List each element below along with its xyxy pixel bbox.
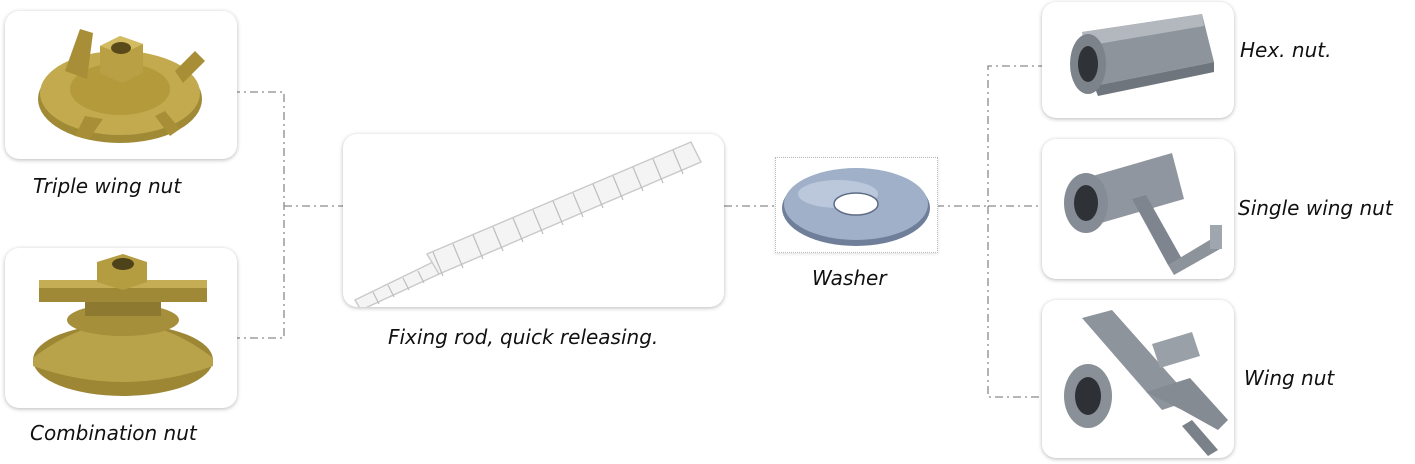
wing-nut-card[interactable] [1042,300,1234,458]
combination-nut-card[interactable] [5,248,237,408]
triple-wing-nut-label: Triple wing nut [33,174,182,198]
wing-nut-image [1064,310,1228,456]
fixing-rod-card[interactable] [343,134,724,307]
wing-nut-label: Wing nut [1244,366,1335,390]
hex-nut-label: Hex. nut. [1240,38,1332,62]
hex-nut-card[interactable] [1042,2,1234,118]
washer-image [782,168,930,246]
triple-wing-nut-card[interactable] [5,11,237,159]
combination-nut-image [33,254,213,396]
triple-wing-nut-image [38,29,205,143]
combination-nut-label: Combination nut [30,421,197,445]
connector-triple-wing [196,91,285,339]
connector-right-bracket [987,65,1082,398]
fixing-rod-label: Fixing rod, quick releasing. [388,325,659,349]
hex-nut-image [1070,14,1214,96]
single-wing-nut-card[interactable] [1042,139,1234,279]
single-wing-nut-label: Single wing nut [1238,196,1393,220]
single-wing-nut-image [1064,153,1222,275]
washer-label: Washer [812,266,887,290]
washer-card[interactable] [775,157,938,253]
fixing-rod-image [354,141,702,307]
